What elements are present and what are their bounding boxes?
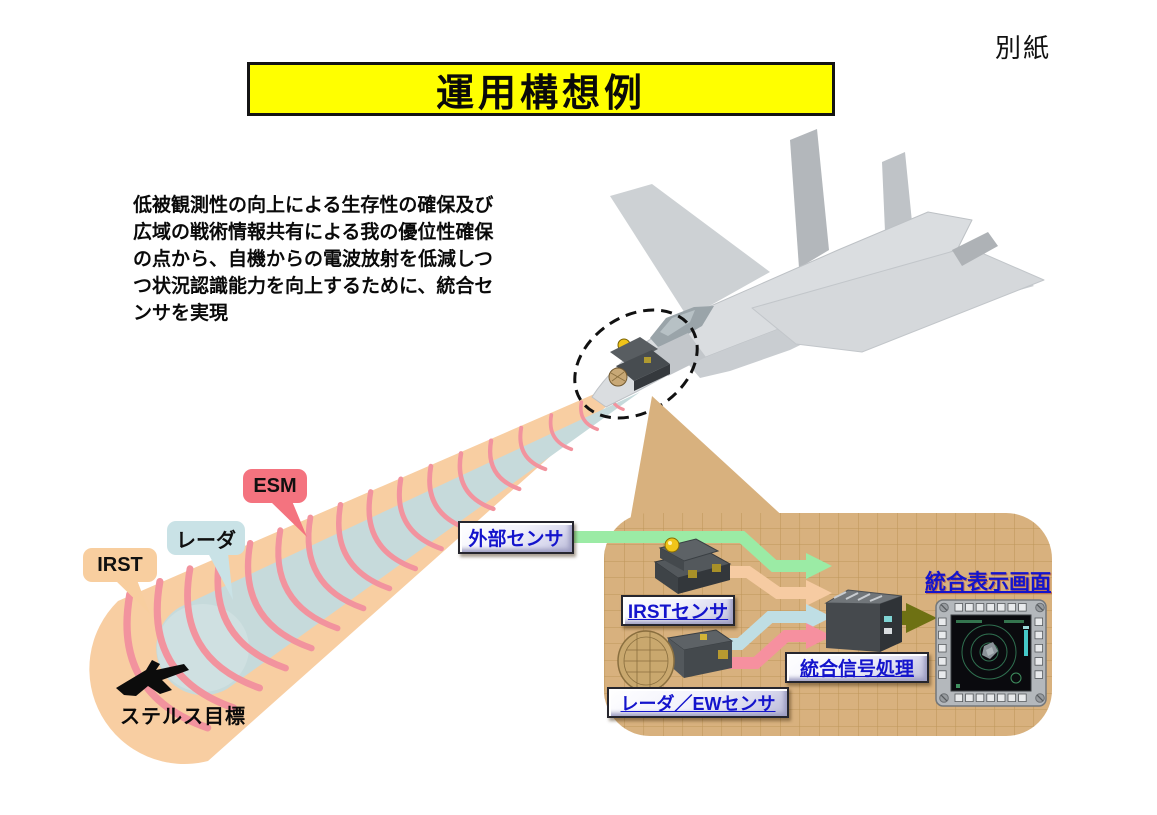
- mfd-button: [965, 603, 974, 612]
- page-title: 運用構想例: [435, 72, 646, 115]
- mfd-button: [1034, 644, 1043, 653]
- mfd-button: [954, 603, 963, 612]
- mfd-button: [1034, 670, 1043, 679]
- stealth-target-jet: [116, 660, 189, 696]
- esm-wave-arc: [396, 476, 444, 552]
- mfd-bezel-buttons: [938, 602, 1045, 703]
- description-line: ンサを実現: [133, 303, 229, 324]
- mfd-button: [975, 693, 985, 702]
- irst-beam-label: IRST: [83, 548, 157, 582]
- esm-wave-arc: [488, 438, 522, 492]
- radar-screen-content: [956, 620, 1029, 688]
- signal-processor-image: [824, 589, 903, 652]
- mfd-button: [1034, 617, 1043, 626]
- esm-wave-arc: [548, 413, 574, 452]
- mfd-button: [938, 630, 947, 640]
- esm-wave-arc: [184, 565, 263, 692]
- screw-slot: [1036, 604, 1044, 611]
- stealth-target-label: ステルス目標: [120, 706, 246, 728]
- mfd-button: [997, 693, 1006, 702]
- description-line: 広域の戦術情報共有による我の優位性確保: [133, 222, 494, 243]
- description-line: つ状況認識能力を向上するために、統合セ: [133, 276, 494, 297]
- radar-beam-label: レーダ: [167, 521, 245, 555]
- screw-slot: [1036, 694, 1044, 702]
- esm-wave-arc: [305, 514, 367, 612]
- mfd-button: [997, 603, 1006, 612]
- nose-zoom-ellipse: [573, 308, 699, 420]
- mfd-button: [986, 693, 995, 702]
- bubble-tails: [115, 501, 307, 614]
- fighter-aircraft: [591, 129, 1045, 408]
- screw-slot: [940, 604, 948, 611]
- esm-wave-arc: [336, 501, 393, 592]
- esm-wave-arc: [214, 552, 289, 672]
- integrated-display-image: [935, 599, 1047, 707]
- nose-sensor-cluster: [608, 337, 670, 391]
- mfd-button: [938, 657, 947, 666]
- mfd-button: [938, 670, 947, 679]
- mfd-button: [1034, 630, 1043, 640]
- irst-sensor-label: IRSTセンサ: [621, 595, 735, 626]
- esm-wave-arc: [244, 539, 315, 652]
- esm-wave-arc: [579, 400, 600, 432]
- mfd-button: [986, 603, 995, 612]
- mfd-button: [1018, 603, 1027, 612]
- mfd-button: [975, 603, 985, 612]
- integrated-display-label: 統合表示画面: [925, 571, 1051, 594]
- mfd-button: [1007, 693, 1016, 702]
- description-line: 低被観測性の向上による生存性の確保及び: [133, 195, 494, 216]
- esm-wave-arc: [518, 425, 548, 472]
- signal-processing-label: 統合信号処理: [785, 652, 929, 683]
- description-line: の点から、自機からの電波放射を低減しつ: [133, 249, 493, 270]
- mfd-button: [1018, 693, 1027, 702]
- esm-wave-arc: [457, 451, 496, 512]
- mfd-button: [965, 693, 974, 702]
- description-text: 低被観測性の向上による生存性の確保及び 広域の戦術情報共有による我の優位性確保 …: [133, 192, 493, 327]
- esm-wave-arc: [366, 489, 419, 572]
- mfd-button: [1007, 603, 1016, 612]
- esm-wave-arc: [153, 577, 238, 712]
- radar-ew-sensor-label: レーダ／EWセンサ: [607, 687, 789, 718]
- mfd-button: [954, 693, 963, 702]
- mfd-button: [1034, 657, 1043, 666]
- mfd-button: [938, 617, 947, 626]
- mfd-button: [938, 644, 947, 653]
- annex-label: 別紙: [995, 33, 1052, 63]
- arrow-external: [574, 531, 808, 572]
- screw-slot: [940, 694, 948, 702]
- esm-wave-arc: [275, 527, 341, 632]
- irst-sensor-image: [653, 537, 732, 594]
- external-sensor-label: 外部センサ: [458, 521, 574, 554]
- esm-beam-label: ESM: [243, 469, 307, 503]
- title-banner: 運用構想例: [247, 62, 835, 116]
